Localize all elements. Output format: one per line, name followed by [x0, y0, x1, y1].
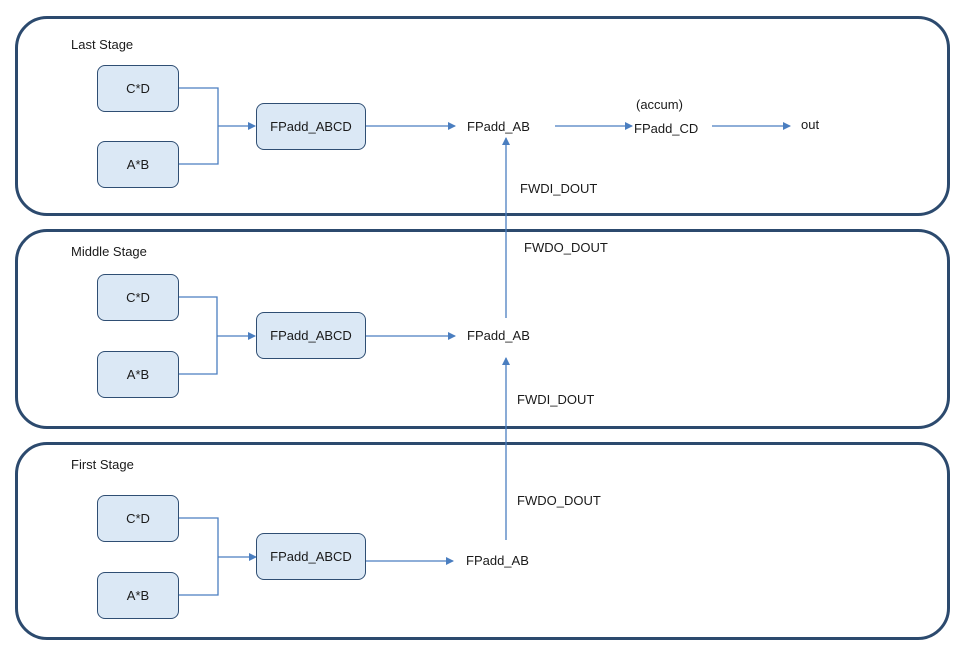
middle-cd-box: C*D: [97, 274, 179, 321]
last-cd-box: C*D: [97, 65, 179, 112]
upper-fwdo-label: FWDO_DOUT: [524, 240, 608, 255]
first-ab-box: A*B: [97, 572, 179, 619]
middle-fpadd-abcd-box: FPadd_ABCD: [256, 312, 366, 359]
fpadd-cd-label: FPadd_CD: [634, 121, 699, 136]
middle-fpadd-ab-label: FPadd_AB: [467, 328, 530, 343]
middle-stage-title: Middle Stage: [71, 244, 147, 259]
first-fpadd-abcd-box: FPadd_ABCD: [256, 533, 366, 580]
upper-fwdi-label: FWDI_DOUT: [520, 181, 598, 196]
last-fpadd-abcd-box: FPadd_ABCD: [256, 103, 366, 150]
first-fpadd-ab-label: FPadd_AB: [466, 553, 529, 568]
out-label: out: [801, 117, 820, 132]
middle-ab-box: A*B: [97, 351, 179, 398]
lower-fwdi-label: FWDI_DOUT: [517, 392, 595, 407]
last-fpadd-ab-label: FPadd_AB: [467, 119, 530, 134]
last-stage-title: Last Stage: [71, 37, 134, 52]
first-cd-box: C*D: [97, 495, 179, 542]
accum-label: (accum): [636, 97, 683, 112]
last-ab-box: A*B: [97, 141, 179, 188]
lower-fwdo-label: FWDO_DOUT: [517, 493, 601, 508]
first-stage-title: First Stage: [71, 457, 134, 472]
